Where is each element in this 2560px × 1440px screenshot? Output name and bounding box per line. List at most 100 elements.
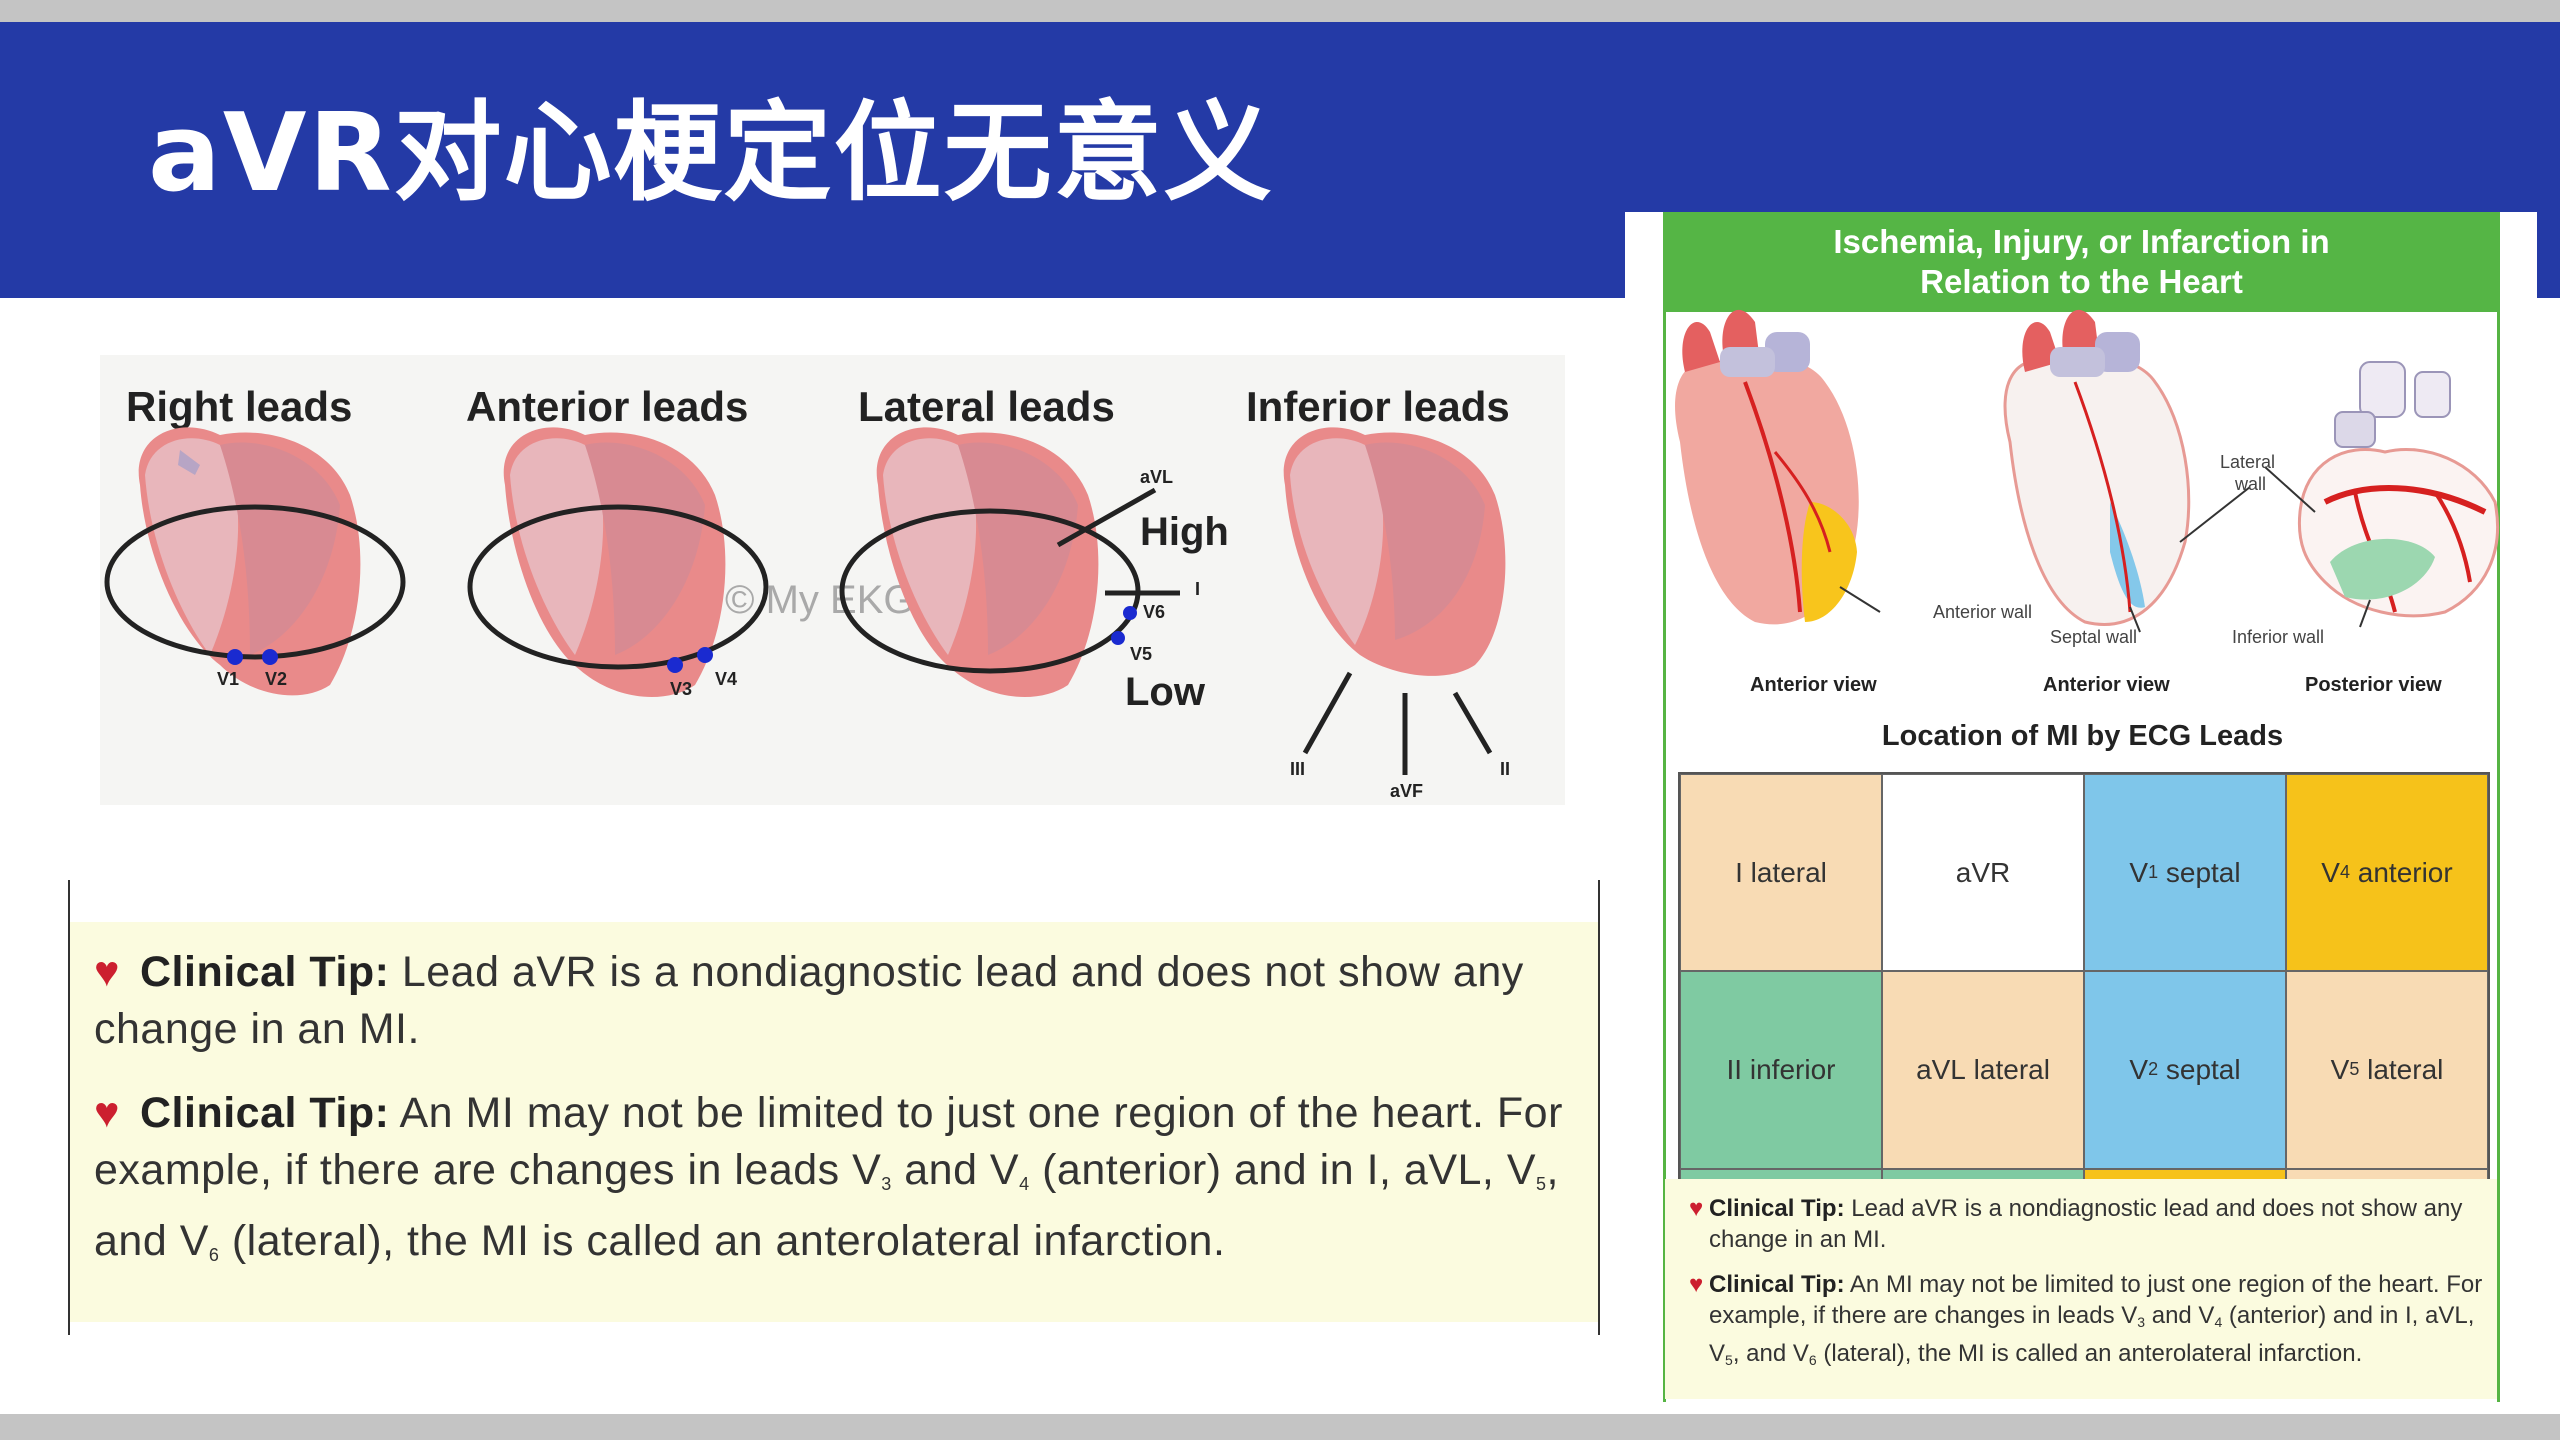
tip-2-text-a: An MI may not be limited to just one reg… [94, 1089, 1563, 1194]
view-label-posterior: Posterior view [2305, 674, 2442, 696]
panel-header-line-1: Ischemia, Injury, or Infarction in [1833, 223, 2330, 260]
tip-2-head: Clinical Tip: [140, 1089, 390, 1137]
lead-v2-label: V2 [265, 669, 287, 689]
cell-region: anterior [2357, 856, 2453, 888]
heart-anterior-leads [467, 427, 769, 697]
mi-grid-cell: aVR [1882, 774, 2084, 972]
cell-lead: II [1726, 1053, 1743, 1085]
lead-iii-label: III [1290, 759, 1305, 779]
tips-left-border-left [68, 880, 70, 1335]
clinical-tip-2: ♥ Clinical Tip: An MI may not be limited … [94, 1085, 1584, 1284]
clinical-tip-1: ♥ Clinical Tip: Lead aVR is a nondiagnost… [94, 944, 1584, 1058]
clinical-tips-left: ♥ Clinical Tip: Lead aVR is a nondiagnost… [68, 880, 1600, 1335]
mi-grid-cell: aVL lateral [1882, 971, 2084, 1169]
lead-avl-label: aVL [1140, 467, 1173, 487]
clinical-tips-right: ♥Clinical Tip: Lead aVR is a nondiagnost… [1665, 1179, 2497, 1399]
heart-anterior-view-2 [2003, 309, 2251, 633]
panel-border-left [1663, 312, 1666, 1402]
tip-right-2-text-d: , and V [1732, 1340, 1809, 1367]
tip-2-sub-v4: 4 [1019, 1174, 1030, 1194]
lead-label-inferior: Inferior leads [1246, 383, 1510, 430]
heart-icon: ♥ [94, 1089, 121, 1137]
cell-region: inferior [1749, 1053, 1836, 1085]
lead-ii-label: II [1500, 759, 1510, 779]
bottom-gray-bar [0, 1414, 2560, 1440]
cell-lead: aVR [1955, 856, 2011, 888]
tip-right-2-text-b: and V [2145, 1302, 2215, 1329]
cell-lead-sub: 5 [2349, 1059, 2360, 1080]
leads-hearts-svg: V1 V2 V3 V4 © My EKG aVL High I V6 [104, 427, 1510, 801]
cell-lead: aVL [1916, 1053, 1966, 1085]
tips-left-border-right [1598, 880, 1600, 1335]
lateral-wall-label-1: Lateral [2220, 452, 2276, 472]
cell-lead: V [2129, 1053, 2149, 1085]
heart-inferior-leads [1283, 427, 1506, 775]
tip-2-sub-v5: 5 [1536, 1174, 1547, 1194]
panel-border-right [2497, 312, 2500, 1402]
cell-lead: I [1735, 856, 1743, 888]
cell-lead-sub: 1 [2148, 862, 2159, 883]
clinical-tip-right-1: ♥Clinical Tip: Lead aVR is a nondiagnost… [1689, 1193, 2509, 1255]
lateral-high-label: High [1140, 510, 1229, 554]
anterior-wall-label: Anterior wall [1933, 602, 2033, 622]
location-title: Location of MI by ECG Leads [1881, 720, 2284, 752]
cell-lead: V [2321, 856, 2340, 888]
lead-v6-label: V6 [1143, 602, 1165, 622]
tip-right-2-text-c: (anterior) and in I, aVL, V [1709, 1302, 2475, 1367]
tip-right-2-sub-v4: 4 [2214, 1314, 2223, 1330]
lead-v3-label: V3 [670, 679, 692, 699]
tip-right-2-sub-v6: 6 [1808, 1352, 1817, 1368]
heart-posterior-view [2264, 361, 2500, 628]
heart-icon: ♥ [1689, 1195, 1704, 1222]
panel-header-line-2: Relation to the Heart [1920, 263, 2243, 300]
tip-right-1-text: Lead aVR is a nondiagnostic lead and doe… [1709, 1195, 2463, 1253]
tip-1-head: Clinical Tip: [140, 948, 390, 996]
tip-right-2-text-e: (lateral), the MI is called an anterolat… [1816, 1340, 2363, 1367]
lead-v4-label: V4 [715, 669, 737, 689]
mi-grid-cell: I lateral [1680, 774, 1882, 972]
cell-region: septal [2165, 856, 2241, 888]
lead-v5-label: V5 [1130, 644, 1152, 664]
leads-diagram: Right leads Anterior leads Lateral leads… [100, 355, 1565, 805]
lateral-low-label: Low [1125, 670, 1206, 714]
lead-v1-label: V1 [217, 669, 239, 689]
tip-right-1-head: Clinical Tip: [1709, 1195, 1845, 1222]
septal-wall-label: Septal wall [2050, 627, 2138, 647]
lead-avf-label: aVF [1390, 781, 1423, 801]
heart-right-leads [104, 427, 406, 696]
mi-grid-cell: II inferior [1680, 971, 1882, 1169]
cell-lead-sub: 2 [2148, 1059, 2159, 1080]
cell-region: lateral [2367, 1053, 2444, 1085]
lead-label-right: Right leads [126, 383, 353, 430]
tip-1-text: Lead aVR is a nondiagnostic lead and doe… [94, 948, 1524, 1053]
tip-2-text-d: , and V [94, 1146, 1559, 1265]
lead-label-anterior: Anterior leads [466, 383, 749, 430]
heart-anterior-view-1 [1675, 309, 1881, 625]
view-label-anterior-1: Anterior view [1750, 674, 1877, 696]
tip-2-sub-v6: 6 [208, 1245, 220, 1265]
cell-region: septal [2165, 1053, 2241, 1085]
slide-title: aVR对心梗定位无意义 [148, 91, 1274, 216]
tip-right-2-head: Clinical Tip: [1709, 1271, 1845, 1298]
tip-right-2-sub-v5: 5 [1725, 1352, 1733, 1368]
panel-header: Ischemia, Injury, or Infarction in Relat… [1663, 212, 2500, 312]
view-label-anterior-2: Anterior view [2043, 674, 2170, 696]
heart-views-svg [1675, 309, 2500, 633]
watermark: © My EKG [725, 578, 915, 622]
heart-regions-panel: Ischemia, Injury, or Infarction in Relat… [1625, 212, 2537, 1402]
heart-icon: ♥ [94, 948, 121, 996]
lead-label-lateral: Lateral leads [858, 383, 1115, 430]
tips-left-box: ♥ Clinical Tip: Lead aVR is a nondiagnost… [70, 922, 1598, 1322]
tip-2-text-c: (anterior) and in I, aVL, V [1029, 1146, 1536, 1194]
cell-lead-sub: 4 [2339, 862, 2350, 883]
tip-right-2-text-a: An MI may not be limited to just one reg… [1709, 1271, 2483, 1329]
cell-region: lateral [1750, 856, 1827, 888]
tip-2-sub-v3: 3 [881, 1174, 892, 1194]
tip-2-text-e: (lateral), the MI is called an anterolat… [219, 1217, 1226, 1265]
heart-lateral-leads [839, 427, 1180, 697]
heart-icon: ♥ [1689, 1271, 1704, 1298]
